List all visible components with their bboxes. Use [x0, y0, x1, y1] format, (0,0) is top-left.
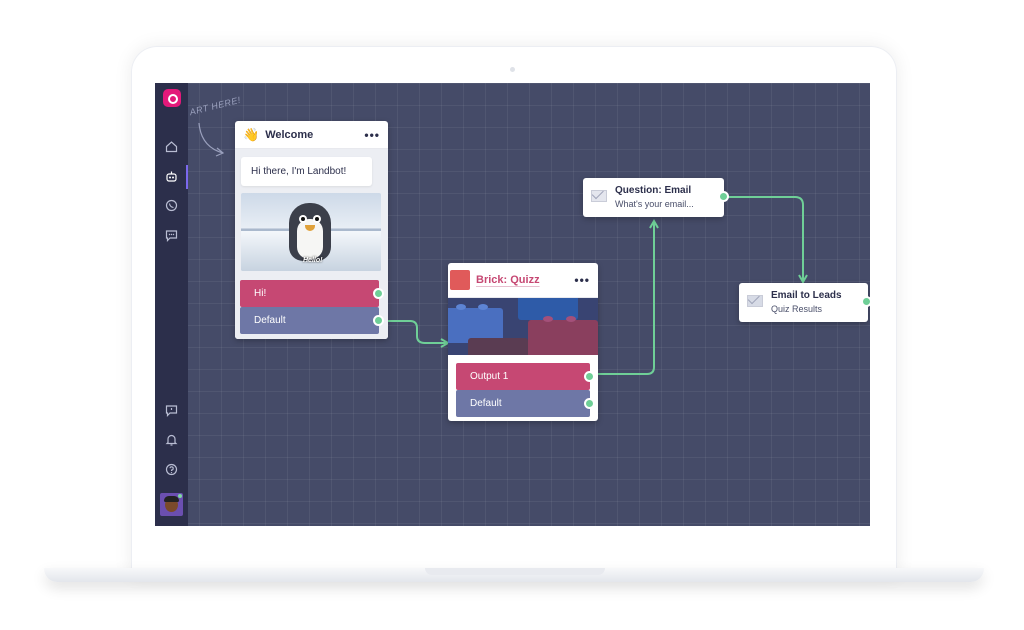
home-icon[interactable] [164, 140, 179, 155]
inbox-icon [747, 295, 763, 307]
welcome-card-header: 👋 Welcome ••• [235, 121, 388, 149]
gif-caption: Hello! [303, 257, 323, 264]
bot-icon[interactable] [164, 170, 179, 185]
more-options-icon[interactable]: ••• [364, 127, 380, 142]
lego-brick-icon [450, 270, 470, 290]
question-email-node[interactable]: Question: Email What's your email... [583, 178, 729, 217]
output-port[interactable] [861, 296, 870, 307]
question-node-title: Question: Email [615, 185, 692, 196]
brick-quizz-card[interactable]: Brick: Quizz ••• Output 1 Default [448, 263, 598, 421]
question-node-subtitle: What's your email... [615, 199, 694, 209]
email-to-leads-node[interactable]: Email to Leads Quiz Results [739, 283, 870, 322]
builder-screen: ART HERE! 👋 Welcome ••• Hi there, I'm La… [155, 83, 870, 526]
brick-card-title: Brick: Quizz [476, 274, 540, 286]
wave-hand-icon: 👋 [243, 126, 260, 142]
option-default[interactable]: Default [456, 390, 590, 417]
help-icon[interactable] [164, 463, 179, 478]
output-port[interactable] [373, 288, 384, 299]
message-bubble: Hi there, I'm Landbot! [241, 157, 372, 186]
laptop-notch [425, 568, 605, 575]
whatsapp-icon[interactable] [164, 199, 179, 214]
bell-icon[interactable] [164, 433, 179, 448]
option-output-1[interactable]: Output 1 [456, 363, 590, 390]
envelope-icon [591, 190, 607, 202]
active-indicator [186, 165, 188, 189]
avatar[interactable] [160, 493, 183, 516]
brick-card-header: Brick: Quizz ••• [448, 263, 598, 298]
output-port[interactable] [373, 315, 384, 326]
camera-dot [510, 67, 515, 72]
logo-icon[interactable] [163, 89, 181, 107]
penguin-gif: Hello! [241, 193, 381, 271]
sidebar [155, 83, 188, 526]
welcome-card-body: Hi there, I'm Landbot! Hello! [235, 149, 388, 339]
lego-image [448, 298, 598, 355]
chat-icon[interactable] [164, 229, 179, 244]
laptop-base [44, 568, 984, 582]
output-port[interactable] [718, 191, 729, 202]
output-port[interactable] [584, 371, 595, 382]
canvas-hint: ART HERE! [188, 94, 242, 118]
more-options-icon[interactable]: ••• [574, 273, 590, 287]
leads-node-title: Email to Leads [771, 290, 842, 301]
option-hi[interactable]: Hi! [240, 280, 379, 307]
hint-arrow-icon [198, 122, 225, 157]
welcome-card-title: Welcome [265, 128, 314, 141]
option-default[interactable]: Default [240, 307, 379, 334]
welcome-card[interactable]: 👋 Welcome ••• Hi there, I'm Landbot! Hel… [235, 121, 388, 339]
leads-node-subtitle: Quiz Results [771, 304, 823, 314]
feedback-icon[interactable] [164, 404, 179, 419]
output-port[interactable] [584, 398, 595, 409]
